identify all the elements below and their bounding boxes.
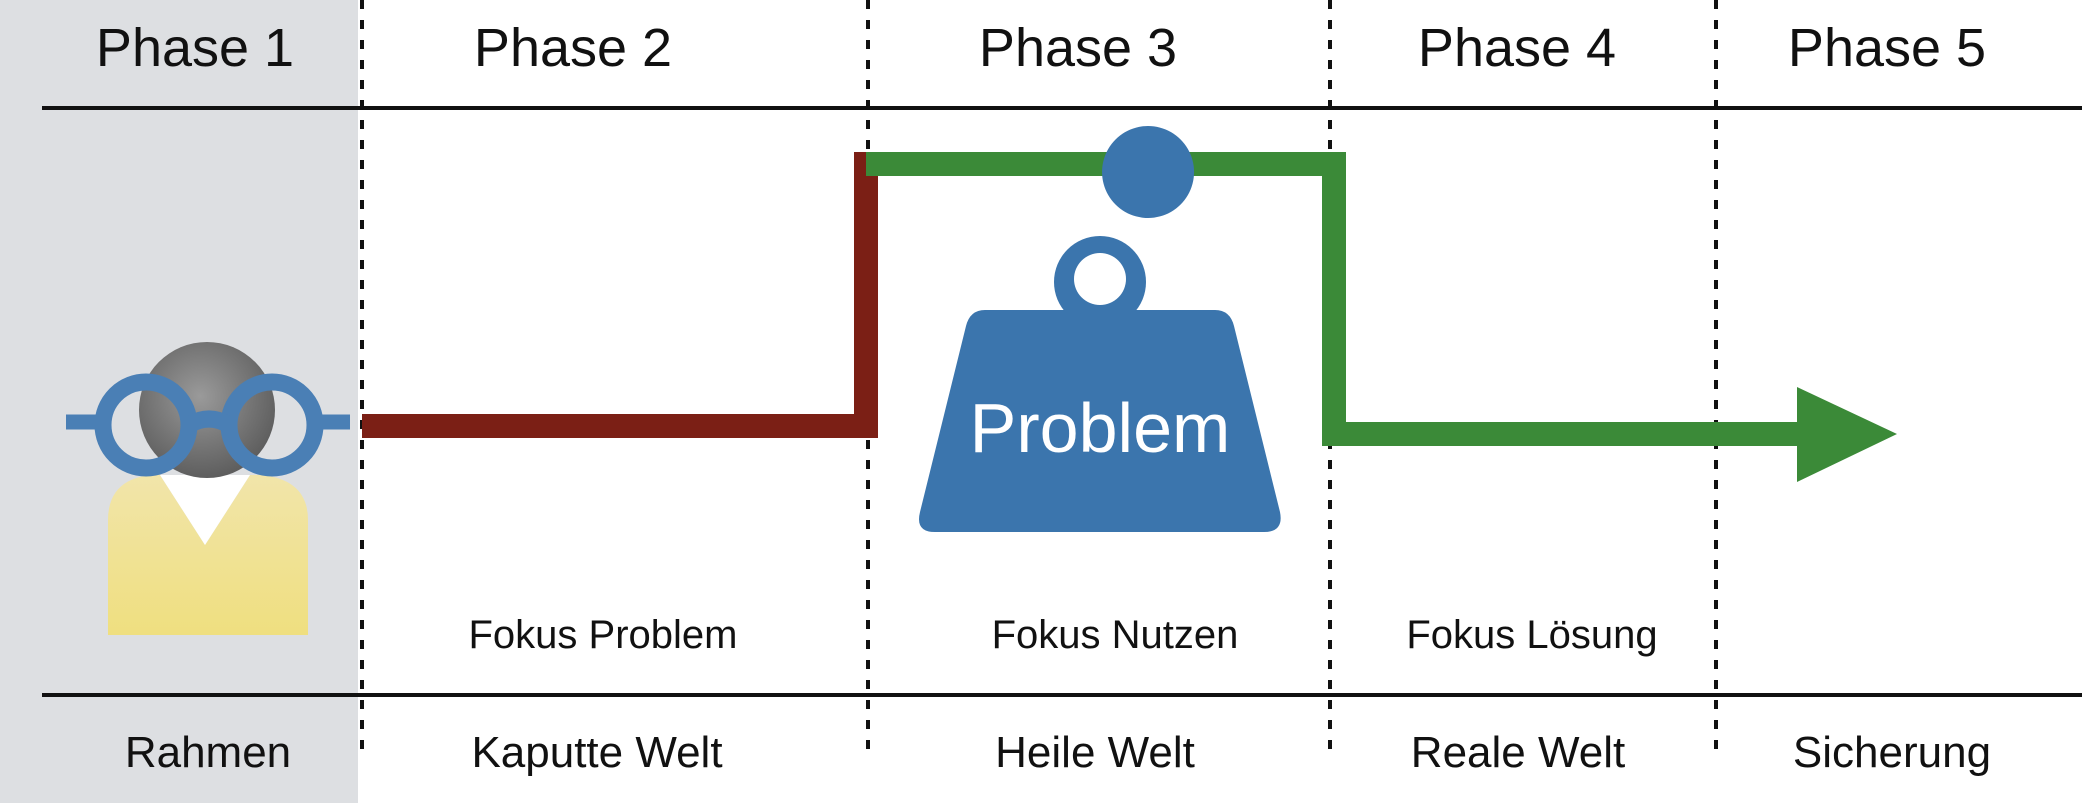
focus-label-2: Fokus Problem	[469, 613, 738, 657]
phase-title-1: Phase 1	[96, 18, 294, 78]
weight-icon: Problem	[919, 126, 1281, 532]
arrow-head-icon	[1797, 387, 1897, 482]
footer-label-5: Sicherung	[1793, 728, 1991, 777]
person-with-glasses-icon	[66, 342, 350, 635]
problem-line	[362, 152, 878, 438]
footer-label-1: Rahmen	[125, 728, 291, 777]
phase-title-4: Phase 4	[1418, 18, 1616, 78]
focus-label-3: Fokus Nutzen	[992, 613, 1239, 657]
footer-label-3: Heile Welt	[995, 728, 1195, 777]
phase-title-5: Phase 5	[1788, 18, 1986, 78]
solution-line	[866, 152, 1812, 446]
footer-label-4: Reale Welt	[1411, 728, 1625, 777]
phase-title-2: Phase 2	[474, 18, 672, 78]
phase-title-3: Phase 3	[979, 18, 1177, 78]
footer-label-2: Kaputte Welt	[471, 728, 722, 777]
weight-label: Problem	[970, 389, 1231, 467]
focus-label-4: Fokus Lösung	[1406, 613, 1657, 657]
